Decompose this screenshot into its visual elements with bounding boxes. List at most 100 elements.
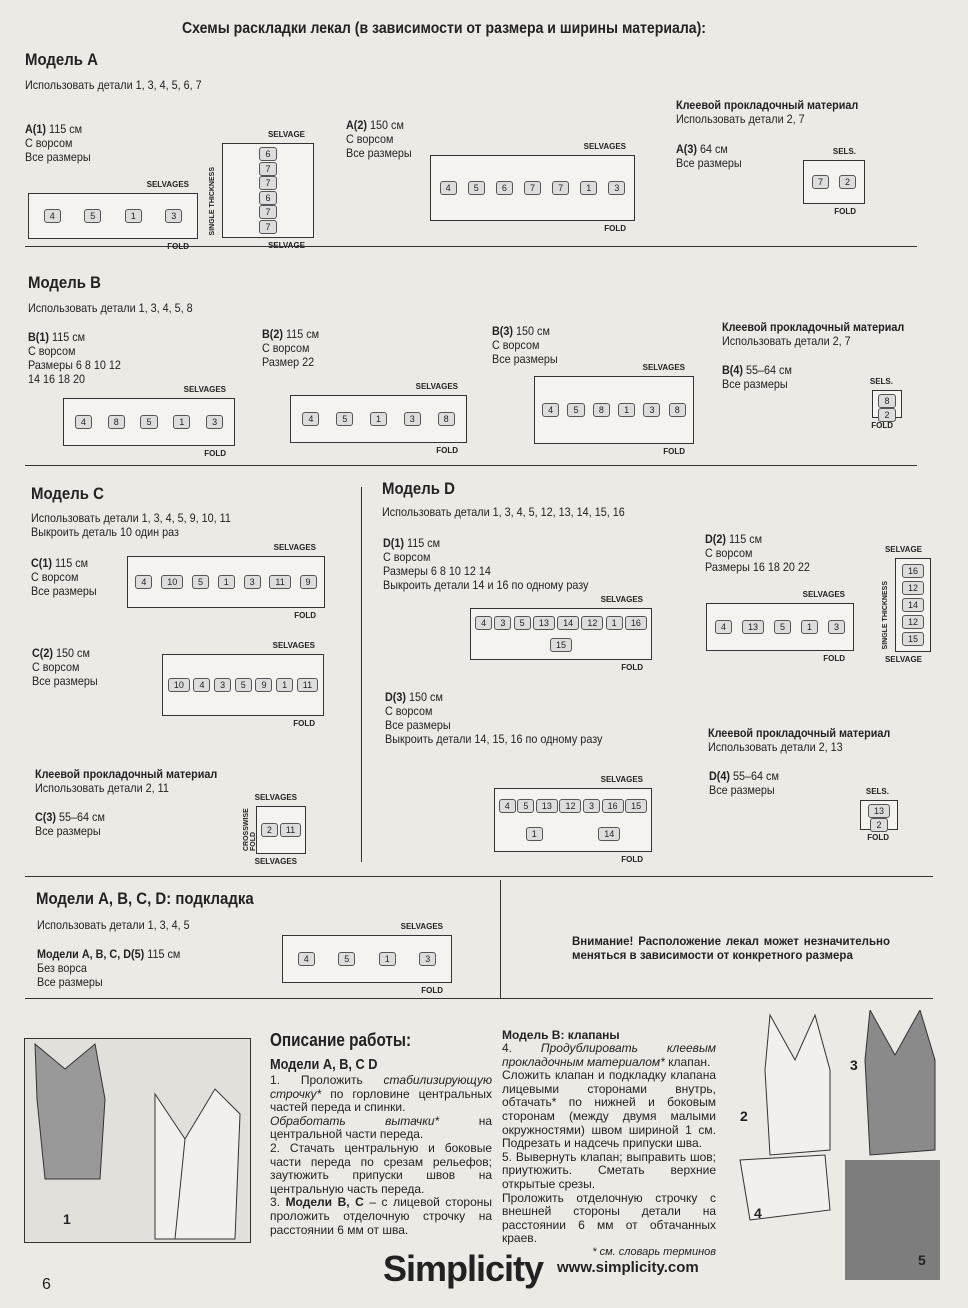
- model-c-note: Выкроить деталь 10 один раз: [31, 525, 179, 539]
- figure-number: 3: [850, 1057, 858, 1073]
- c2-width: 150 см: [56, 646, 90, 660]
- pattern-piece: 15: [625, 799, 648, 813]
- pattern-piece: 7: [523, 181, 541, 195]
- pattern-piece: 5: [336, 412, 354, 426]
- a2-nap: С ворсом: [346, 132, 394, 146]
- pattern-piece: 4: [475, 616, 493, 630]
- page-title: Схемы раскладки лекал (в зависимости от …: [182, 20, 706, 37]
- c1-width: 115 см: [55, 556, 89, 570]
- pattern-piece: 1: [618, 403, 636, 417]
- interfacing-use: Использовать детали 2, 11: [35, 781, 169, 795]
- step-5-b: Проложить отделочную строчку с внешней с…: [502, 1190, 716, 1246]
- pattern-piece: 4: [43, 209, 61, 223]
- model-a-use: Использовать детали 1, 3, 4, 5, 6, 7: [25, 78, 202, 92]
- d2-nap: С ворсом: [705, 546, 753, 560]
- pattern-piece: 5: [234, 678, 252, 692]
- pattern-piece: 4: [297, 952, 315, 966]
- d2-sizes: Размеры 16 18 20 22: [705, 560, 810, 574]
- page-number-right: 5: [918, 1252, 926, 1268]
- pattern-piece: 13: [532, 616, 555, 630]
- pattern-piece: 3: [243, 575, 261, 589]
- pattern-piece: 8: [107, 415, 125, 429]
- pattern-piece: 5: [338, 952, 356, 966]
- simplicity-logo: Simplicity: [383, 1248, 544, 1289]
- fold-label: SELVAGE: [884, 655, 922, 664]
- warning-note: Внимание! Расположение лекал может незна…: [572, 936, 890, 962]
- pattern-piece: 6: [495, 181, 513, 195]
- pattern-piece: 3: [643, 403, 661, 417]
- pattern-piece: 7: [259, 176, 277, 191]
- divider: [25, 998, 933, 999]
- pattern-piece: 3: [403, 412, 421, 426]
- selvage-label: SELVAGES: [600, 775, 643, 784]
- lining-code: Модели А, В, С, D(5): [37, 947, 145, 961]
- side-label: SINGLE THICKNESS: [209, 166, 216, 235]
- pattern-piece: 6: [259, 147, 277, 162]
- c2-nap: С ворсом: [32, 660, 80, 674]
- d3-code: D(3): [385, 690, 407, 704]
- pattern-piece: 8: [437, 412, 455, 426]
- pattern-piece: 14: [598, 827, 621, 841]
- d4-width: 55–64 см: [733, 769, 779, 783]
- pattern-piece: 12: [581, 616, 604, 630]
- pattern-piece: 8: [668, 403, 686, 417]
- fold-label: FOLD: [834, 207, 856, 216]
- figure-number: 1: [63, 1211, 71, 1227]
- pattern-piece: 12: [901, 615, 924, 630]
- pattern-piece: 7: [259, 161, 277, 176]
- pattern-piece: 3: [206, 415, 224, 429]
- pattern-piece: 8: [592, 403, 610, 417]
- selvage-label: SELS.: [865, 787, 889, 796]
- pattern-piece: 4: [498, 799, 516, 813]
- page-number-left: 6: [42, 1276, 51, 1293]
- fold-label: FOLD: [436, 446, 458, 455]
- pattern-piece: 1: [525, 827, 543, 841]
- a2-sizes: Все размеры: [346, 146, 412, 160]
- pattern-piece: 16: [601, 799, 624, 813]
- pattern-piece: 7: [811, 175, 829, 189]
- a3-code: A(3): [676, 142, 698, 156]
- model-c-use-text: Использовать детали 1, 3, 4, 5, 9, 10, 1…: [31, 511, 231, 525]
- pattern-piece: 1: [217, 575, 235, 589]
- website-link[interactable]: www.simplicity.com: [557, 1259, 699, 1276]
- selvage-label: SELS.: [832, 147, 856, 156]
- pattern-piece: 10: [167, 678, 190, 692]
- pattern-piece: 5: [517, 799, 535, 813]
- interfacing-use: Использовать детали 2, 13: [708, 740, 843, 754]
- model-d-use: Использовать детали 1, 3, 4, 5, 12, 13, …: [382, 505, 625, 519]
- d3-nap: С ворсом: [385, 704, 433, 718]
- pattern-piece: 9: [255, 678, 273, 692]
- model-d-title: Модель D: [382, 479, 455, 498]
- step-4-num: 4.: [502, 1041, 541, 1055]
- pattern-piece: 5: [84, 209, 102, 223]
- step-3-num: 3.: [270, 1195, 286, 1210]
- b2-sizes: Размер 22: [262, 355, 315, 369]
- pattern-piece: 2: [838, 175, 856, 189]
- b3-sizes: Все размеры: [492, 352, 558, 366]
- instructions-title: Описание работы:: [270, 1030, 412, 1050]
- fold-label: SELVAGES: [254, 857, 297, 866]
- fold-label: FOLD: [293, 719, 315, 728]
- pattern-piece: 15: [549, 638, 572, 652]
- pattern-piece: 13: [867, 804, 890, 818]
- model-c-use: Использовать детали 1, 3, 4, 5, 9, 10, 1…: [31, 511, 231, 539]
- pattern-piece: 5: [191, 575, 209, 589]
- selvage-label: SELVAGES: [802, 590, 845, 599]
- pattern-piece: 4: [135, 575, 153, 589]
